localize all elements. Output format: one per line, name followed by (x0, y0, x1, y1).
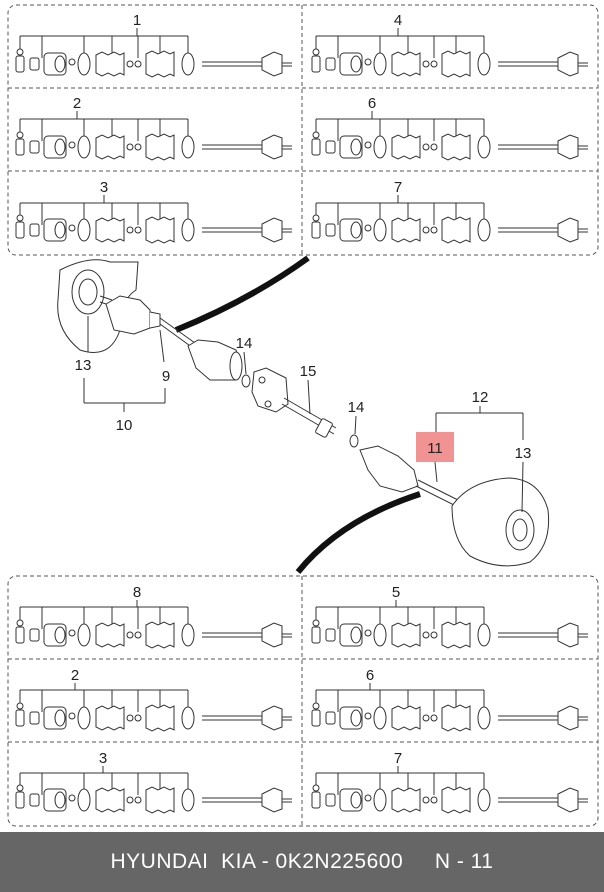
panel-top-1: 1 (15, 12, 293, 78)
panel-bottom-8: 8 (15, 584, 293, 649)
panel-label: 3 (100, 179, 108, 196)
panel-label: 2 (71, 667, 79, 684)
panel-top-2: 2 (15, 95, 293, 161)
callout-13-right: 13 (515, 445, 532, 462)
footer-bar: HYUNDAI KIA - 0K2N225600 N - 11 (0, 832, 604, 892)
panel-top-7: 7 (311, 179, 589, 244)
panel-bottom-7: 7 (311, 750, 589, 814)
callouts: 13 9 10 14 15 14 12 11 13 (75, 316, 532, 513)
driveshaft-exploded-diagram: 1 4 2 6 3 7 (7, 4, 599, 827)
bottom-panel-frame (7, 575, 599, 827)
callout-11: 11 (427, 440, 443, 457)
panel-label: 3 (99, 750, 107, 767)
highlight-box-11 (416, 432, 454, 462)
panel-bottom-3: 3 (15, 750, 293, 814)
callout-15: 15 (300, 363, 317, 380)
callout-13-left: 13 (75, 357, 92, 374)
panel-bottom-6: 6 (311, 667, 589, 732)
panel-top-3: 3 (15, 179, 293, 244)
footer-part-number: 0K2N225600 (275, 850, 404, 873)
footer-page: N - 11 (434, 850, 494, 873)
panel-label: 7 (394, 750, 402, 767)
callout-14-lower: 14 (348, 399, 365, 416)
callout-14-upper: 14 (236, 335, 253, 352)
panel-bottom-2: 2 (15, 667, 293, 732)
footer-separator: - (255, 850, 276, 873)
panel-label: 6 (368, 95, 376, 112)
callout-10: 10 (116, 417, 133, 434)
footer-spacer (403, 850, 435, 873)
panel-label: 8 (133, 584, 141, 601)
main-exploded-view (57, 255, 550, 574)
panel-label: 4 (394, 12, 402, 29)
footer-brand: HYUNDAI KIA (110, 850, 256, 873)
panel-top-6: 6 (311, 95, 589, 161)
panel-label: 1 (133, 12, 141, 29)
panel-label: 2 (73, 95, 81, 112)
panel-label: 6 (366, 667, 374, 684)
panel-bottom-5: 5 (311, 584, 589, 649)
panel-label: 5 (392, 584, 400, 601)
top-panel-frame (7, 4, 599, 256)
panel-top-4: 4 (311, 12, 589, 78)
panel-label: 7 (394, 179, 402, 196)
callout-9: 9 (162, 368, 170, 385)
callout-12: 12 (472, 389, 489, 406)
footer-text: HYUNDAI KIA - 0K2N225600 N - 11 (111, 850, 494, 874)
